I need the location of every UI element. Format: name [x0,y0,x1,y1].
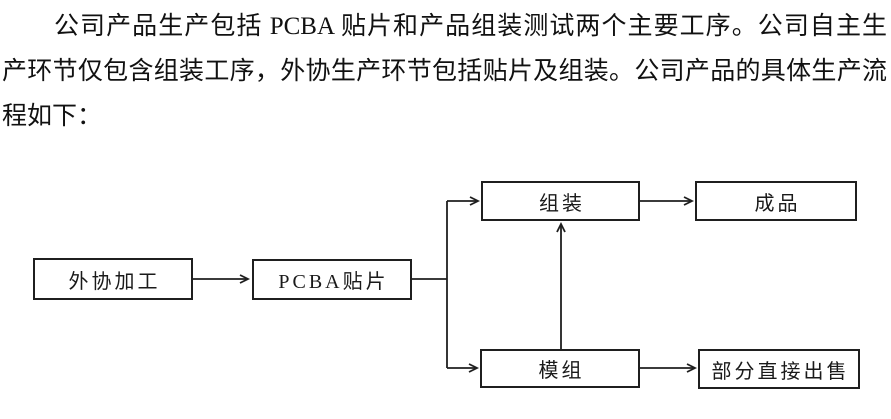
node-label: 部分直接出售 [711,360,850,383]
paragraph-line-3: 程如下： [2,103,103,130]
node-module: 模组 [480,349,640,388]
intro-paragraph: 公司产品生产包括 PCBA 贴片和产品组装测试两个主要工序。公司自主生 产环节仅… [0,0,891,139]
node-label: 模组 [538,360,585,382]
node-label: PCBA贴片 [278,271,389,293]
node-outsourced-processing: 外协加工 [33,258,193,300]
node-assembly: 组装 [481,181,640,221]
paragraph-line-1: 公司产品生产包括 PCBA 贴片和产品组装测试两个主要工序。公司自主生 [54,13,887,40]
node-finished-product: 成品 [695,181,857,221]
node-label: 外协加工 [68,270,161,293]
node-label: 组装 [539,192,585,215]
node-label: 成品 [754,192,801,215]
node-pcba-smt: PCBA贴片 [252,259,412,300]
paragraph-line-2: 产环节仅包含组装工序，外协生产环节包括贴片及组装。公司产品的具体生产流 [2,58,887,85]
node-partial-direct-sale: 部分直接出售 [698,349,860,389]
